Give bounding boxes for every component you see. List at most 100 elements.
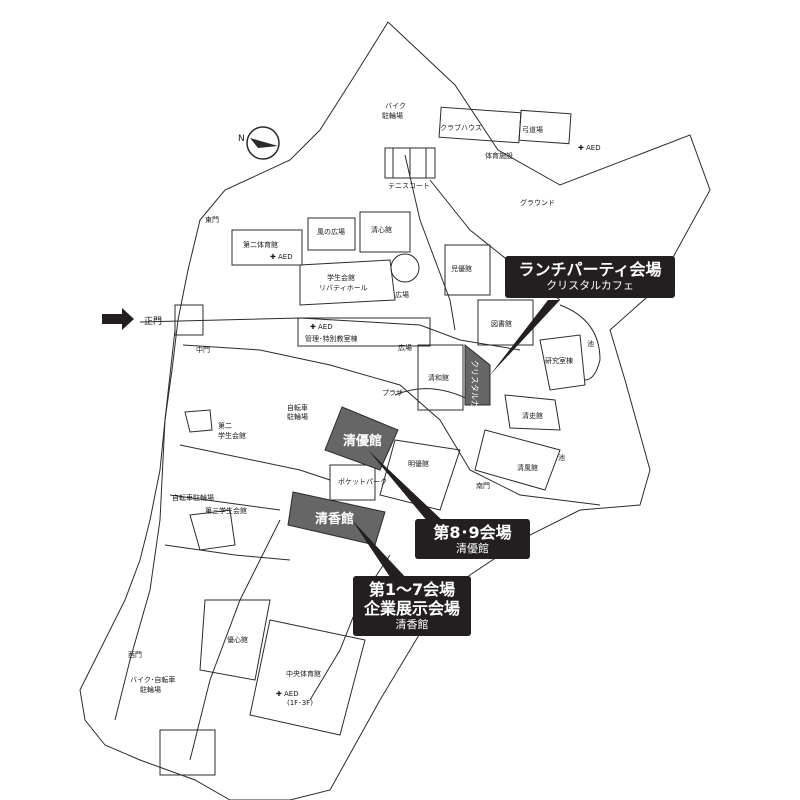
seishinkan-label: 清心館 — [371, 225, 392, 234]
callout-venue89-subtitle: 清優館 — [456, 542, 489, 556]
daini-gakuseikaikan — [184, 409, 213, 433]
gate-south: 南門 — [476, 481, 490, 490]
seiyukan-highlight — [324, 406, 399, 471]
callout-venue-8-9: 第8･9会場 清優館 — [415, 519, 530, 559]
meiyukan — [379, 439, 461, 511]
crystal-cafe-highlight — [464, 343, 491, 406]
pond-1 — [559, 304, 601, 381]
seishikan-label: 清史館 — [522, 411, 543, 420]
daini-gakuseikaikan-label-1: 第二 — [218, 421, 232, 430]
main-gate-area — [174, 304, 204, 336]
main-gate-arrow-icon — [102, 308, 134, 330]
callout-venue-1-7: 第1～7会場 企業展示会場 清香館 — [353, 576, 471, 636]
kenkyu-shitsu — [539, 334, 586, 391]
jiyukan — [444, 244, 491, 296]
callout-lunch-title: ランチパーティ会場 — [518, 260, 662, 279]
callout-venue89-title: 第8･9会場 — [433, 523, 512, 542]
leader-venue17 — [352, 520, 408, 580]
bike-parking-label-1: バイク — [385, 102, 406, 110]
road-south — [189, 519, 281, 761]
hiroba-label-2: 広場 — [398, 343, 412, 352]
gate-west: 西門 — [128, 651, 142, 659]
pocket-park-label: ポケットパーク — [338, 478, 387, 486]
gate-east: 東門 — [205, 215, 219, 224]
kyudojo — [518, 109, 572, 145]
bike-parking-label-2: 駐輪場 — [382, 111, 403, 120]
leader-lunch — [490, 300, 560, 375]
aed-label: AED — [278, 253, 293, 261]
compass-icon: N — [238, 126, 280, 160]
aed-icon: ✚ — [276, 690, 282, 698]
kaze-no-hiroba-label: 風の広場 — [317, 227, 345, 236]
kanri-label: 管理･特別教室棟 — [305, 334, 358, 343]
pond-label: 池 — [587, 339, 594, 348]
aed-icon: ✚ — [578, 144, 584, 152]
kenkyu-label: 研究室棟 — [545, 356, 573, 365]
liberty-hall-label: リバティホール — [319, 284, 368, 292]
bike-bicycle-label-2: 駐輪場 — [140, 685, 161, 694]
aed-label: AED — [586, 144, 601, 152]
yushinkan-label: 優心館 — [227, 635, 248, 644]
seiwakan — [417, 344, 464, 411]
compass-label: N — [238, 134, 245, 144]
daini-gakuseikaikan-label-2: 学生会館 — [218, 431, 246, 440]
leader-venue89 — [368, 450, 444, 522]
bicycle-parking-label-2: 駐輪場 — [287, 412, 308, 421]
road-diagonal-3 — [164, 544, 291, 561]
chuo-taiikukan-label: 中央体育館 — [286, 669, 321, 678]
toshokan-label: 図書館 — [491, 319, 512, 328]
aed-label: AED — [318, 323, 333, 331]
campus-boundary — [79, 21, 711, 800]
seiyukan-label: 清優館 — [343, 433, 382, 449]
kyudojo-label: 弓道場 — [522, 125, 543, 134]
hiroba-label: 広場 — [395, 290, 409, 299]
gakuseikaikan — [299, 259, 396, 306]
chuo-taiikukan — [249, 619, 366, 736]
seifukan-label: 清風館 — [517, 463, 538, 472]
road-north — [404, 154, 456, 331]
road-diagonal-2 — [169, 494, 281, 511]
kaze-no-hiroba — [307, 217, 356, 251]
gate-middle: 中門 — [196, 345, 210, 354]
plaza-label: プラザ — [382, 389, 403, 397]
seifukan — [474, 429, 561, 491]
daini-taiikukan-label: 第二体育館 — [243, 240, 278, 249]
gakuseikaikan-label: 学生会館 — [327, 273, 355, 282]
seishinkan — [359, 211, 411, 253]
daisan-gakuseikaikan — [189, 509, 236, 551]
south-building — [159, 729, 216, 776]
meiyukan-label: 明優館 — [408, 459, 429, 468]
callout-lunch-party: ランチパーティ会場 クリスタルカフェ — [505, 256, 675, 298]
callout-venue17-title2: 企業展示会場 — [363, 599, 460, 619]
daisan-gakuseikaikan-label: 第三学生会館 — [205, 506, 247, 515]
fountain — [390, 253, 420, 283]
callout-venue17-title1: 第1～7会場 — [368, 580, 456, 599]
taiiku-label: 体育施設 — [485, 151, 513, 160]
aed-icon: ✚ — [310, 323, 316, 331]
seikokan-label: 清香館 — [315, 511, 354, 527]
yushinkan — [199, 599, 271, 681]
aed-label: AED — [284, 690, 299, 698]
seiwakan-label: 清和館 — [428, 373, 449, 382]
bicycle-parking-label-1: 自転車 — [287, 403, 308, 412]
seishikan — [504, 394, 561, 431]
plaza — [394, 388, 471, 401]
pocket-park — [329, 464, 376, 501]
bike-bicycle-label-1: バイク･自転車 — [130, 675, 175, 684]
road-diagonal-1 — [179, 444, 331, 481]
road-main-gate — [139, 317, 521, 351]
road-west — [114, 329, 176, 721]
crystal-cafe-label: クリスタルカフェ — [470, 360, 479, 424]
jiyukan-label: 児優館 — [451, 264, 472, 273]
bicycle-parking-label-3: 自転車駐輪場 — [172, 493, 214, 502]
kanri-building — [297, 317, 431, 347]
club-house-label: クラブハウス — [440, 123, 482, 132]
aed-icon: ✚ — [270, 253, 276, 261]
daini-taiikukan — [231, 229, 303, 266]
road-center — [182, 344, 601, 506]
pond-label-2: 池 — [558, 453, 565, 462]
tennis-label: テニスコート — [388, 182, 430, 190]
ground-label: グラウンド — [520, 198, 555, 207]
aed-floors: (1F･3F) — [287, 699, 313, 707]
